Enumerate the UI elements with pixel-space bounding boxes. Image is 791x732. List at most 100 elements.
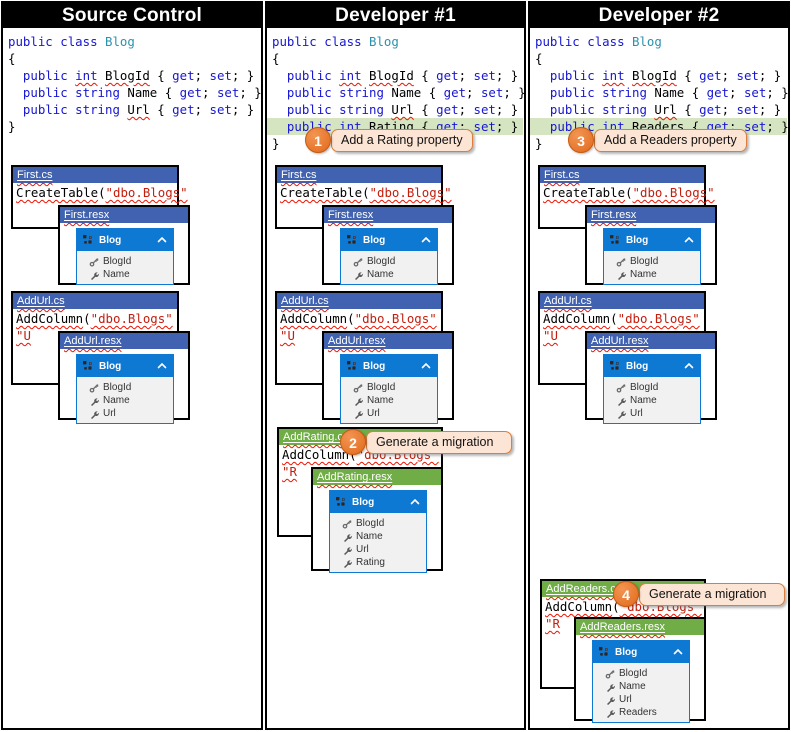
code-block: public class Blog{ public int BlogId { g… (8, 33, 262, 135)
file-title-bar: First.cs (540, 167, 704, 183)
entity-table-title: Blog (363, 234, 386, 246)
code-token: { (413, 119, 437, 134)
code-token: ; (194, 102, 210, 117)
wrench-icon (616, 396, 626, 406)
file-title-bar: First.resx (60, 207, 188, 223)
code-line: public int BlogId { get; set; } (272, 67, 522, 84)
code-token: ; (729, 85, 744, 100)
file-name: AddReaders.resx (580, 621, 665, 633)
entity-table-title: Blog (615, 646, 638, 658)
code-token: { (413, 68, 437, 83)
code-token: ( (98, 185, 106, 200)
code-token: ; (458, 102, 474, 117)
entity-row-label: Url (367, 408, 380, 419)
code-token: get (706, 85, 730, 100)
entity-table-header: Blog (593, 641, 689, 663)
file-name-text: First.resx (591, 209, 637, 221)
entity-icon (346, 360, 358, 372)
code-token: AddColumn (282, 447, 350, 462)
callout-label: Add a Rating property (331, 129, 473, 152)
entity-row-label: Name (619, 681, 646, 692)
code-token: set (743, 85, 767, 100)
code-token: set (473, 68, 496, 83)
chevron-up-icon (683, 234, 695, 246)
entity-row: BlogId (604, 255, 700, 268)
code-token: Url (654, 102, 677, 117)
code-token: "U (543, 328, 558, 343)
chevron-up-icon (420, 234, 432, 246)
file-name-text: AddUrl.resx (64, 335, 122, 347)
code-token: ; (458, 119, 474, 134)
entity-table-header: Blog (604, 355, 700, 377)
file-code: CreateTable("dbo.Blogs" (277, 183, 452, 202)
code-token: public (22, 102, 68, 117)
entity-row-label: BlogId (630, 256, 659, 267)
code-line: public string Url { get; set; } (8, 101, 259, 118)
code-token: AddColumn (16, 311, 84, 326)
code-token: "U (16, 328, 31, 343)
code-line: "U (543, 328, 701, 345)
file-title-bar: First.resx (324, 207, 452, 223)
file-code: AddColumn("dbo.Blogs""U (13, 309, 177, 345)
entity-row: Name (77, 394, 173, 407)
code-line: "R (545, 616, 701, 633)
code-token: AddColumn (280, 311, 348, 326)
wrench-icon (89, 396, 99, 406)
entity-row-label: Name (630, 395, 657, 406)
code-token: class (324, 34, 362, 49)
wrench-icon (342, 558, 352, 568)
code-token: ; } (758, 102, 782, 117)
code-token (535, 119, 550, 134)
code-token: ; } (239, 85, 262, 100)
code-line: { (8, 50, 259, 67)
code-token (535, 85, 550, 100)
code-token: CreateTable (16, 185, 99, 200)
callout-label: Generate a migration (639, 583, 785, 606)
code-token: Name (127, 85, 158, 100)
code-token: { (421, 85, 444, 100)
code-token: ; (466, 85, 481, 100)
code-token: set (480, 85, 504, 100)
code-token (272, 68, 287, 83)
code-token: string (339, 102, 384, 117)
file-name-text: First.cs (17, 169, 53, 181)
code-token (272, 119, 287, 134)
code-token: ; } (231, 68, 255, 83)
entity-row-label: Rating (356, 557, 385, 568)
entity-row-label: Url (103, 408, 116, 419)
code-token (362, 68, 369, 83)
code-token: ( (612, 599, 620, 614)
chevron-up-icon (683, 360, 695, 372)
code-token: set (743, 119, 767, 134)
code-token: "dbo.Blogs" (632, 185, 715, 200)
file-name-text: AddUrl.resx (328, 335, 386, 347)
entity-row-label: BlogId (619, 668, 648, 679)
key-icon (605, 669, 615, 679)
entity-row-label: BlogId (103, 382, 132, 393)
code-token: "dbo.Blogs" (354, 311, 437, 326)
entity-row-label: Name (103, 395, 130, 406)
code-token: set (736, 68, 759, 83)
file-name: AddUrl.cs (544, 295, 592, 307)
callout-number-badge: 3 (568, 127, 594, 153)
code-token: ; } (495, 68, 519, 83)
file-name: AddRating.resx (317, 471, 392, 483)
code-line: CreateTable("dbo.Blogs" (543, 185, 715, 202)
code-token: } (535, 136, 543, 151)
code-token: { (676, 68, 700, 83)
code-token (272, 85, 287, 100)
code-token: { (149, 102, 173, 117)
entity-row: Url (77, 407, 173, 420)
entity-row: BlogId (604, 381, 700, 394)
code-token (8, 85, 23, 100)
file-name-text: AddReaders.cs (546, 583, 622, 595)
file-name: First.resx (591, 209, 636, 221)
code-line: "U (16, 328, 174, 345)
code-token: public (549, 85, 595, 100)
code-token: get (699, 68, 722, 83)
